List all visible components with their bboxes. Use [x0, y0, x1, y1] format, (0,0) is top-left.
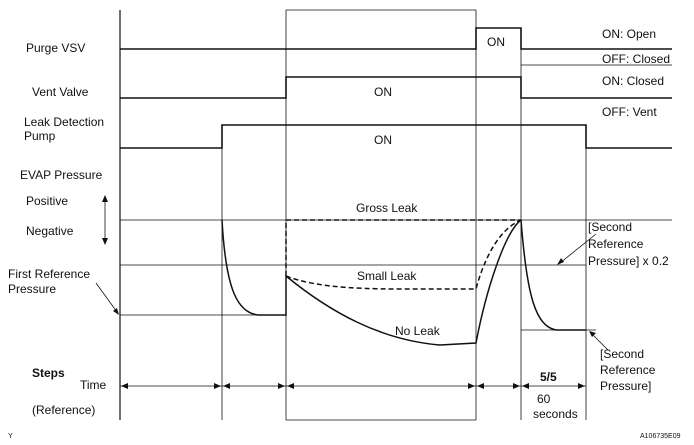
time-arrows: [120, 383, 586, 389]
positive-label: Positive: [26, 194, 68, 208]
figure-code: A106735E09: [640, 433, 681, 440]
vent-valve-label: Vent Valve: [32, 85, 89, 99]
vent-valve-on-text: ON: [374, 85, 392, 99]
leak-pump-label-2: Pump: [24, 129, 56, 143]
second-reference-x02-leader: [557, 233, 597, 265]
state-off-closed: OFF: Closed: [602, 52, 670, 66]
second-reference-curve: [520, 219, 586, 331]
state-on-open: ON: Open: [602, 27, 656, 41]
time-label: Time: [80, 378, 107, 392]
no-leak-label: No Leak: [395, 324, 441, 338]
negative-label: Negative: [26, 224, 74, 238]
step-value: 5/5: [540, 370, 557, 384]
second-ref-x02-line1: [Second: [588, 220, 632, 234]
small-leak-curve: [285, 219, 522, 290]
pressure-direction-arrow: [102, 195, 108, 245]
evap-pressure-label: EVAP Pressure: [20, 168, 103, 182]
duration-unit: seconds: [533, 407, 578, 421]
vent-valve-signal: [120, 76, 672, 99]
second-ref-x02-line3: Pressure] x 0.2: [588, 254, 669, 268]
first-reference-label-1: First Reference: [8, 267, 90, 281]
state-off-vent: OFF: Vent: [602, 105, 657, 119]
duration-value: 60: [537, 392, 551, 406]
first-reference-leader: [95, 282, 119, 315]
corner-mark: Y: [8, 433, 13, 440]
second-ref-line3: Pressure]: [600, 379, 651, 393]
first-reference-label-2: Pressure: [8, 282, 56, 296]
second-reference-leader: [589, 331, 609, 351]
second-ref-line2: Reference: [600, 363, 656, 377]
no-leak-curve: [285, 219, 522, 346]
second-ref-line1: [Second: [600, 347, 644, 361]
gross-leak-curve: [285, 219, 521, 276]
purge-vsv-label: Purge VSV: [26, 41, 85, 55]
second-ref-x02-line2: Reference: [588, 237, 644, 251]
state-on-closed: ON: Closed: [602, 74, 664, 88]
leak-pump-signal: [120, 124, 672, 149]
purge-vsv-signal: [120, 27, 672, 50]
purge-vsv-on-text: ON: [487, 35, 505, 49]
initial-depressurize-curve: [221, 219, 287, 316]
small-leak-label: Small Leak: [357, 269, 417, 283]
leak-pump-on-text: ON: [374, 133, 392, 147]
leak-pump-label-1: Leak Detection: [24, 115, 104, 129]
steps-label: Steps: [32, 366, 65, 380]
reference-label: (Reference): [32, 403, 95, 417]
gross-leak-label: Gross Leak: [356, 201, 418, 215]
